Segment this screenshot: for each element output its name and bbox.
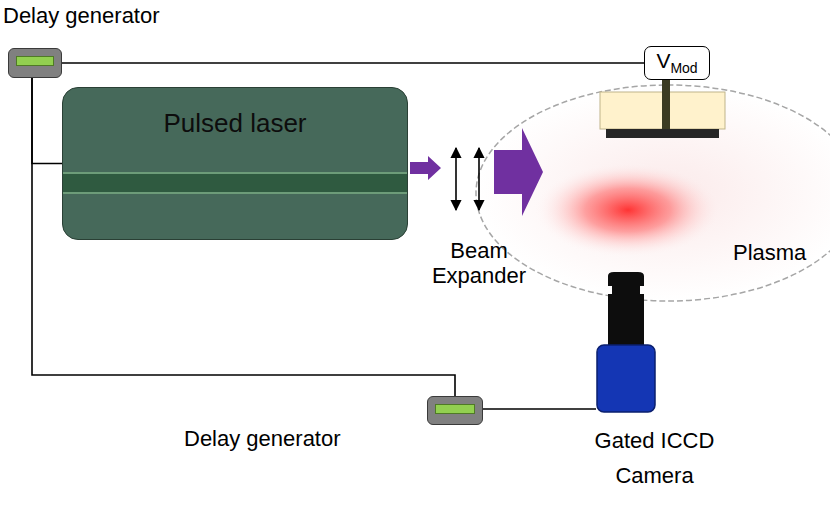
display-bar bbox=[435, 404, 475, 414]
camera-body bbox=[597, 345, 655, 412]
camera-drawing bbox=[596, 272, 656, 413]
trigger-cable bbox=[62, 62, 644, 64]
region-label: Plasma bbox=[733, 240, 806, 265]
laser-label: Pulsed laser bbox=[63, 108, 407, 139]
trigger-cable bbox=[32, 78, 455, 396]
target-rod bbox=[662, 80, 670, 129]
voltage-symbol: V bbox=[656, 49, 670, 72]
lens-left bbox=[455, 148, 457, 210]
trigger-cable bbox=[483, 408, 596, 410]
plasma-boundary bbox=[476, 85, 830, 301]
plasma-glow bbox=[533, 162, 723, 258]
iccd-camera: Gated ICCD Camera bbox=[596, 272, 656, 413]
voltage-source-box: VMod bbox=[644, 46, 710, 80]
small-laser-arrow bbox=[410, 156, 441, 180]
lens-right bbox=[478, 148, 480, 210]
voltage-label: VMod bbox=[656, 49, 697, 76]
display-bar bbox=[16, 56, 54, 66]
delay-generator: Delay generator bbox=[8, 48, 62, 78]
laser-stripe bbox=[63, 172, 407, 194]
trigger-cable bbox=[32, 78, 62, 164]
camera-label: Gated ICCD Camera bbox=[582, 423, 727, 493]
laser-box: Pulsed laser bbox=[62, 87, 408, 240]
delay-generator: Delay generator bbox=[427, 396, 483, 425]
device-label: Delay generator bbox=[184, 426, 341, 452]
device-label: Delay generator bbox=[3, 3, 160, 29]
expanded-beam-arrow bbox=[494, 128, 543, 216]
voltage-subscript: Mod bbox=[670, 61, 697, 77]
camera-lens bbox=[608, 272, 644, 345]
target-plate bbox=[606, 129, 719, 138]
component-label: Beam Expander bbox=[420, 238, 538, 289]
